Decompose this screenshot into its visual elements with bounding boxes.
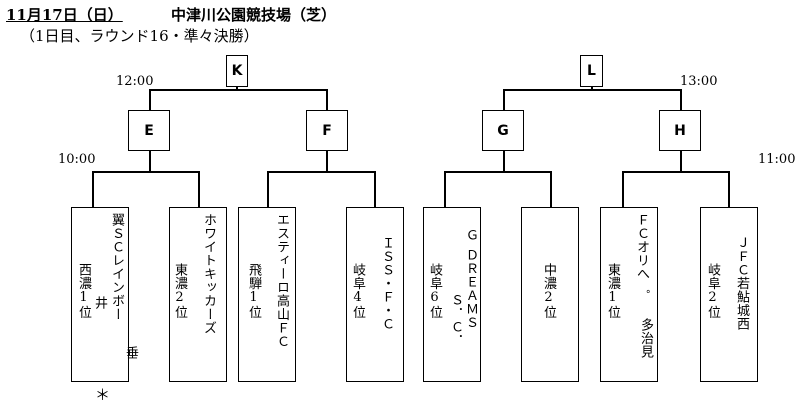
team-name-part: 井	[92, 296, 107, 310]
team-name: ＩＳＳ・Ｆ・Ｃ	[379, 236, 394, 331]
time-l: 13:00	[680, 74, 718, 89]
team-card-6: 中濃2位	[521, 207, 579, 382]
match-k-box: K	[226, 55, 248, 87]
round-subtitle: （1日目、ラウンド16・準々決勝）	[20, 27, 259, 45]
team-name-part: Ｓ．Ｃ．	[448, 293, 463, 347]
team-card-3: エスティーロ高山ＦＣ 飛騨1位	[238, 207, 296, 382]
team-seed: 東濃2位	[172, 263, 187, 319]
team-name-part: ＤＲＥＡＭＳ	[463, 248, 478, 329]
date-heading: 11月17日（日）	[6, 6, 123, 24]
venue-heading: 中津川公園競技場（芝）	[171, 6, 337, 24]
match-l-box: L	[580, 55, 603, 87]
team-name-part: 垂	[123, 346, 138, 360]
match-e-box: E	[128, 110, 170, 151]
match-f-box: F	[306, 110, 348, 151]
team-name: ＦＣオリへ゜	[634, 213, 649, 294]
time-right: 11:00	[758, 152, 796, 167]
team-seed: 岐阜6位	[427, 263, 442, 319]
team-name: 中濃2位	[541, 263, 556, 319]
note-mark: ＊	[95, 386, 111, 404]
team-card-2: ホワイトキッカーズ 東濃2位	[169, 207, 227, 382]
team-card-4: ＩＳＳ・Ｆ・Ｃ 岐阜4位	[346, 207, 404, 382]
team-card-5: Ｇ ＤＲＥＡＭＳ Ｓ．Ｃ． 岐阜6位	[423, 207, 481, 382]
match-h-box: H	[659, 110, 701, 151]
team-name: 翼ＳＣレインボー	[109, 213, 124, 321]
team-name: ＪＦＣ若鮎城西	[734, 236, 749, 331]
team-seed: 飛騨1位	[246, 263, 261, 319]
team-card-7: ＦＣオリへ゜ 多治見 東濃1位	[600, 207, 658, 382]
team-card-1: 翼ＳＣレインボー 垂 井 西濃1位	[71, 207, 138, 382]
team-seed: 岐阜2位	[705, 263, 720, 319]
match-g-box: G	[482, 110, 524, 151]
team-name-part: 多治見	[638, 318, 653, 359]
team-name: Ｇ	[463, 228, 478, 242]
team-seed: 岐阜4位	[350, 263, 365, 319]
time-left: 10:00	[58, 152, 96, 167]
time-k: 12:00	[116, 74, 154, 89]
team-name: ホワイトキッカーズ	[201, 213, 216, 335]
team-seed: 東濃1位	[605, 263, 620, 319]
team-seed: 西濃1位	[76, 263, 91, 319]
team-card-8: ＪＦＣ若鮎城西 岐阜2位	[700, 207, 758, 382]
team-name: エスティーロ高山ＦＣ	[274, 213, 289, 348]
